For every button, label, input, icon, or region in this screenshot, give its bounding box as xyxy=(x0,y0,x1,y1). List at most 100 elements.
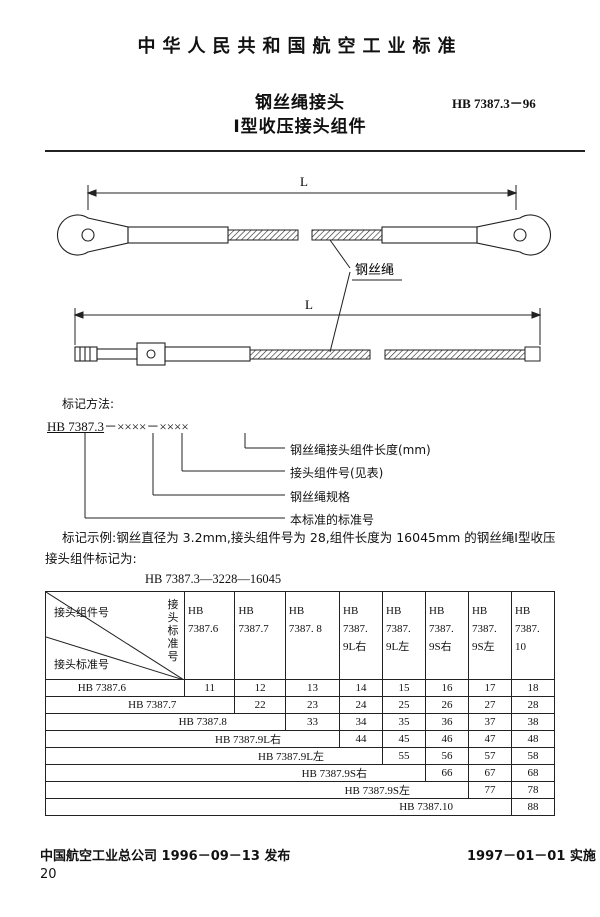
top-rope-right xyxy=(311,229,383,241)
top-right-eye-fitting xyxy=(381,214,552,256)
row-label: HB 7387.9L左 xyxy=(44,747,384,765)
row-label: HB 7387.9L右 xyxy=(44,730,341,748)
corner-middle-label: 接头组件号 xyxy=(54,606,109,619)
assembly-number-cell: 12 xyxy=(234,679,286,697)
assembly-drawing: L 钢丝绳 L xyxy=(56,174,552,519)
callout-length: 钢丝绳接头组件长度(mm) xyxy=(290,443,431,457)
marking-example-line2: 接头组件标记为: xyxy=(45,551,137,566)
assembly-number-cell: 34 xyxy=(339,713,384,731)
title-line-1: 钢丝绳接头 xyxy=(255,93,345,113)
assembly-number-cell: 25 xyxy=(382,696,426,714)
assembly-number-cell: 47 xyxy=(467,730,512,748)
assembly-number-cell: 77 xyxy=(467,781,512,799)
assembly-number-cell: 44 xyxy=(339,730,384,748)
footer-effective: 1997－01－01 实施 xyxy=(467,849,596,864)
marking-callout-lines xyxy=(84,433,285,519)
assembly-number-cell: 37 xyxy=(467,713,512,731)
bottom-left-threaded-fitting xyxy=(74,342,251,366)
header-rule xyxy=(45,150,585,152)
corner-bottom-label: 接头标准号 xyxy=(54,658,109,671)
assembly-number-cell: 56 xyxy=(425,747,469,765)
bottom-dimension-line xyxy=(73,308,542,345)
bottom-right-fitting xyxy=(524,346,541,362)
top-rope-left xyxy=(227,229,299,241)
assembly-number-cell: 26 xyxy=(425,696,469,714)
assembly-number-cell: 88 xyxy=(510,798,556,816)
assembly-number-cell: 22 xyxy=(234,696,286,714)
callout-assembly-number: 接头组件号(见表) xyxy=(290,466,384,480)
assembly-number-cell: 13 xyxy=(284,679,341,697)
marking-pattern-rest: －××××－×××× xyxy=(104,419,189,434)
assembly-number-cell: 14 xyxy=(339,679,384,697)
assembly-number-cell: 58 xyxy=(510,747,556,765)
assembly-number-cell: 68 xyxy=(510,764,556,782)
rope-leaders xyxy=(329,239,402,353)
title-line-2: Ⅰ型收压接头组件 xyxy=(233,117,367,137)
assembly-number-cell: 27 xyxy=(467,696,512,714)
row-label: HB 7387.8 xyxy=(45,713,286,731)
assembly-number-cell: 36 xyxy=(425,713,469,731)
org-standard-header: 中华人民共和国航空工业标准 xyxy=(137,36,463,57)
rope-label: 钢丝绳 xyxy=(355,263,394,278)
assembly-number-cell: 38 xyxy=(510,713,556,731)
row-label: HB 7387.7 xyxy=(44,696,236,714)
row-label: HB 7387.6 xyxy=(45,679,185,697)
assembly-number-cell: 57 xyxy=(467,747,512,765)
assembly-number-cell: 28 xyxy=(510,696,556,714)
assembly-number-cell: 78 xyxy=(510,781,556,799)
table-corner-cell: 接头标准号 接头组件号 接头标准号 xyxy=(45,591,185,680)
marking-pattern: HB 7387.3－××××－×××× xyxy=(47,416,189,435)
callout-rope-spec: 钢丝绳规格 xyxy=(290,490,351,504)
assembly-number-cell: 23 xyxy=(284,696,341,714)
assembly-number-cell: 15 xyxy=(382,679,426,697)
row-label: HB 7387.9S右 xyxy=(45,764,426,782)
assembly-number-cell: 48 xyxy=(510,730,556,748)
page-number: 20 xyxy=(40,867,57,882)
bottom-rope-left xyxy=(249,349,371,360)
assembly-number-cell: 45 xyxy=(382,730,426,748)
top-dimension-line xyxy=(86,185,518,210)
marking-example-code: HB 7387.3—3228—16045 xyxy=(145,572,282,586)
row-label: HB 7387.10 xyxy=(45,798,512,816)
standard-code: HB 7387.3－96 xyxy=(452,96,536,111)
bottom-rope-right xyxy=(384,349,526,360)
assembly-number-cell: 33 xyxy=(284,713,341,731)
footer-issued: 中国航空工业总公司 1996－09－13 发布 xyxy=(40,849,291,864)
assembly-number-cell: 16 xyxy=(425,679,469,697)
corner-top-label: 接头标准号 xyxy=(167,598,179,663)
marking-pattern-prefix: HB 7387.3 xyxy=(47,419,105,434)
assembly-number-cell: 17 xyxy=(467,679,512,697)
assembly-number-cell: 35 xyxy=(382,713,426,731)
row-label: HB 7387.9S左 xyxy=(45,781,469,799)
assembly-number-cell: 24 xyxy=(339,696,384,714)
callout-standard-number: 本标准的标准号 xyxy=(290,513,375,527)
bottom-dim-label: L xyxy=(305,297,313,312)
top-left-eye-fitting xyxy=(56,214,229,256)
assembly-number-cell: 11 xyxy=(183,679,236,697)
assembly-number-cell: 18 xyxy=(510,679,556,697)
assembly-number-cell: 46 xyxy=(425,730,469,748)
assembly-number-cell: 67 xyxy=(467,764,512,782)
assembly-number-cell: 66 xyxy=(425,764,469,782)
top-dim-label: L xyxy=(300,174,308,189)
marking-heading: 标记方法: xyxy=(62,397,115,411)
